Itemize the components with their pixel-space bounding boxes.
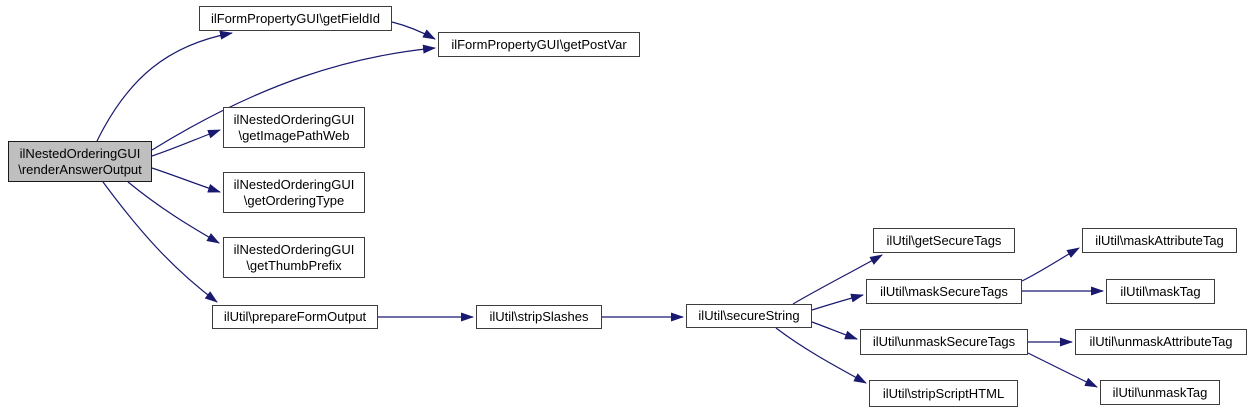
edge-unmaskSecureTags-unmaskTag [1027, 352, 1098, 388]
edge-secureString-unmaskSecureTags [811, 321, 858, 340]
edge-renderAnswerOutput-getFieldId [96, 30, 233, 142]
edge-maskSecureTags-maskAttributeTag [1021, 247, 1080, 282]
edge-renderAnswerOutput-getImagePathWeb [151, 129, 221, 157]
node-maskAttributeTag[interactable]: ilUtil\maskAttributeTag [1082, 228, 1237, 253]
node-maskTag[interactable]: ilUtil\maskTag [1106, 279, 1215, 304]
node-getOrderingType[interactable]: ilNestedOrderingGUI \getOrderingType [223, 172, 365, 213]
node-unmaskAttributeTag[interactable]: ilUtil\unmaskAttributeTag [1075, 329, 1247, 355]
node-renderAnswerOutput: ilNestedOrderingGUI \renderAnswerOutput [8, 141, 152, 182]
edge-secureString-stripScriptHTML [775, 327, 867, 384]
node-getImagePathWeb[interactable]: ilNestedOrderingGUI \getImagePathWeb [223, 107, 365, 148]
node-getSecureTags[interactable]: ilUtil\getSecureTags [873, 228, 1015, 253]
node-stripSlashes[interactable]: ilUtil\stripSlashes [476, 305, 602, 329]
node-maskSecureTags[interactable]: ilUtil\maskSecureTags [866, 279, 1022, 304]
edge-renderAnswerOutput-getThumbPrefix [127, 181, 220, 244]
edge-renderAnswerOutput-getOrderingType [151, 167, 221, 193]
node-unmaskTag[interactable]: ilUtil\unmaskTag [1100, 380, 1220, 405]
node-unmaskSecureTags[interactable]: ilUtil\unmaskSecureTags [860, 329, 1028, 355]
node-prepareFormOutput[interactable]: ilUtil\prepareFormOutput [212, 305, 378, 329]
edge-secureString-getSecureTags [792, 254, 883, 305]
edge-renderAnswerOutput-prepareFormOutput [102, 181, 218, 303]
node-getThumbPrefix[interactable]: ilNestedOrderingGUI \getThumbPrefix [223, 237, 365, 278]
node-getFieldId[interactable]: ilFormPropertyGUI\getFieldId [199, 6, 392, 31]
edge-secureString-maskSecureTags [811, 293, 864, 311]
node-secureString[interactable]: ilUtil\secureString [686, 304, 812, 328]
edge-renderAnswerOutput-getPostVar [151, 44, 436, 151]
edge-getFieldId-getPostVar [391, 21, 436, 40]
node-getPostVar[interactable]: ilFormPropertyGUI\getPostVar [438, 32, 640, 57]
node-stripScriptHTML[interactable]: ilUtil\stripScriptHTML [869, 380, 1018, 407]
